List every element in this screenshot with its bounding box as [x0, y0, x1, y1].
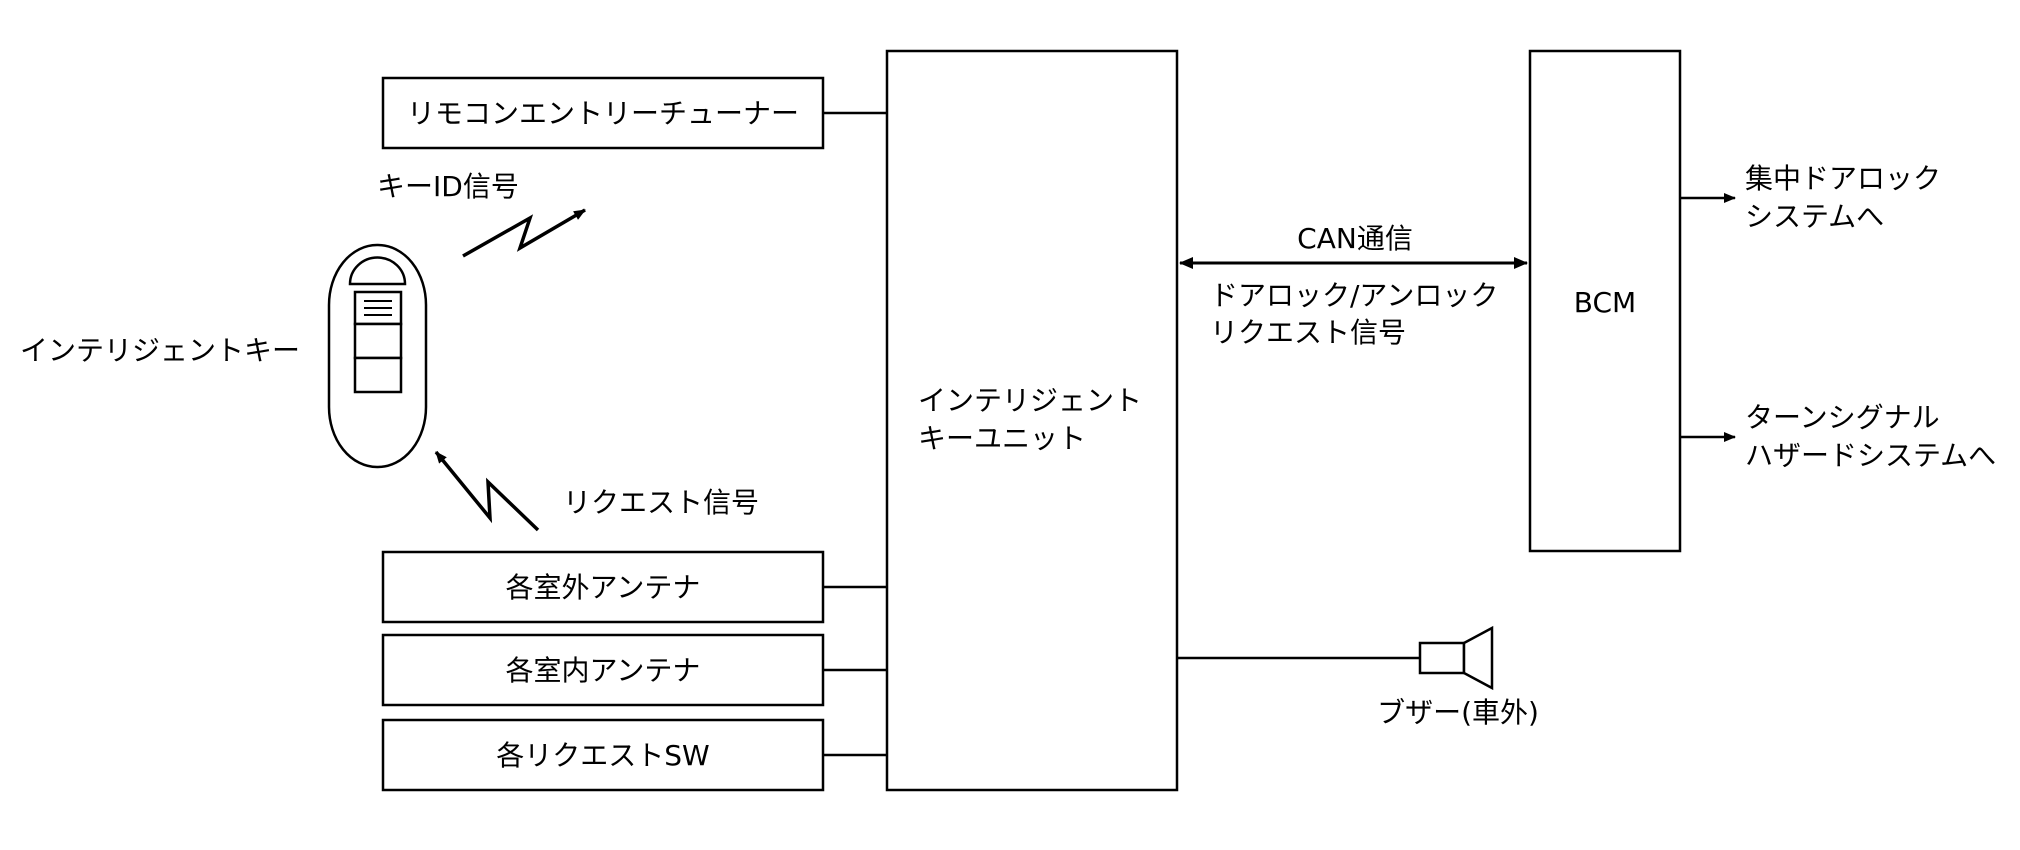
buzzer-label: ブザー(車外): [1377, 696, 1539, 729]
bcm-block: BCM: [1528, 49, 1682, 553]
intelligent-key-label: インテリジェントキー: [20, 334, 300, 367]
key-id-signal-label: キーID信号: [377, 170, 519, 203]
unit-label-line1: インテリジェント: [918, 384, 1142, 417]
key-fob-icon: [327, 243, 428, 469]
remote-tuner-label: リモコンエントリーチューナー: [407, 97, 799, 130]
door-lock-label-line1: ドアロック/アンロック: [1210, 279, 1498, 312]
buzzer-icon: [1418, 625, 1494, 691]
bcm-label: BCM: [1574, 286, 1636, 319]
indoor-antenna-block: 各室内アンテナ: [381, 633, 825, 707]
request-signal-arrow: [434, 450, 540, 532]
outdoor-antenna-block: 各室外アンテナ: [381, 550, 825, 624]
central-lock-label-line1: 集中ドアロック: [1745, 162, 1941, 195]
indoor-antenna-label: 各室内アンテナ: [506, 654, 701, 687]
remote-tuner-block: リモコンエントリーチューナー: [381, 76, 825, 150]
outdoor-antenna-label: 各室外アンテナ: [506, 571, 701, 604]
intelligent-key-unit-block: インテリジェント キーユニット: [885, 49, 1179, 792]
unit-label-line2: キーユニット: [918, 422, 1086, 455]
door-lock-label-line2: リクエスト信号: [1210, 316, 1406, 349]
request-sw-block: 各リクエストSW: [381, 718, 825, 792]
can-label: CAN通信: [1297, 222, 1413, 255]
turn-signal-label-line1: ターンシグナル: [1745, 401, 1940, 434]
turn-signal-label-line2: ハザードシステムへ: [1745, 439, 1996, 472]
central-lock-label-line2: システムへ: [1745, 200, 1884, 233]
request-signal-label: リクエスト信号: [563, 486, 759, 519]
request-sw-label: 各リクエストSW: [496, 739, 709, 772]
key-id-signal-arrow: [462, 208, 586, 258]
